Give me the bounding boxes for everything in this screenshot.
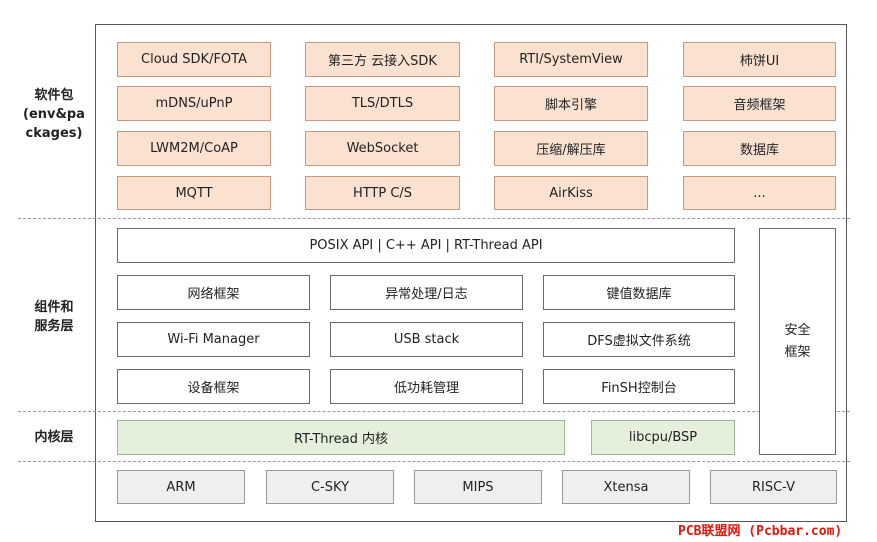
- component-network-framework: 网络框架: [117, 275, 310, 310]
- label-kernel: 内核层: [34, 430, 74, 445]
- watermark: PCB联盟网 (Pcbbar.com): [678, 524, 843, 539]
- security-framework: 安全 框架: [759, 228, 836, 455]
- component-dfs: DFS虚拟文件系统: [543, 322, 735, 357]
- package-audio-framework: 音频框架: [683, 86, 836, 121]
- arch-csky: C-SKY: [266, 470, 394, 504]
- package-websocket: WebSocket: [305, 131, 460, 166]
- package-database: 数据库: [683, 131, 836, 166]
- component-usb-stack: USB stack: [330, 322, 523, 357]
- label-packages: 软件包 (env&pa ckages): [23, 88, 85, 141]
- component-finsh-console: FinSH控制台: [543, 369, 735, 404]
- separator-components: [18, 411, 850, 412]
- package-persimmon-ui: 柿饼UI: [683, 42, 836, 77]
- component-low-power: 低功耗管理: [330, 369, 523, 404]
- component-exception-log: 异常处理/日志: [330, 275, 523, 310]
- architecture-frame: [95, 24, 847, 522]
- separator-packages: [18, 218, 850, 219]
- package-mdns-upnp: mDNS/uPnP: [117, 86, 271, 121]
- package-more: ...: [683, 176, 836, 210]
- package-compression-lib: 压缩/解压库: [494, 131, 648, 166]
- component-kv-database: 键值数据库: [543, 275, 735, 310]
- kernel-core: RT-Thread 内核: [117, 420, 565, 455]
- component-wifi-manager: Wi-Fi Manager: [117, 322, 310, 357]
- arch-mips: MIPS: [414, 470, 542, 504]
- package-cloud-sdk-fota: Cloud SDK/FOTA: [117, 42, 271, 77]
- package-script-engine: 脚本引擎: [494, 86, 648, 121]
- separator-kernel: [18, 461, 850, 462]
- arch-xtensa: Xtensa: [562, 470, 690, 504]
- package-tls-dtls: TLS/DTLS: [305, 86, 460, 121]
- arch-riscv: RISC-V: [710, 470, 837, 504]
- package-lwm2m-coap: LWM2M/CoAP: [117, 131, 271, 166]
- package-rti-systemview: RTI/SystemView: [494, 42, 648, 77]
- package-airkiss: AirKiss: [494, 176, 648, 210]
- package-mqtt: MQTT: [117, 176, 271, 210]
- arch-arm: ARM: [117, 470, 245, 504]
- component-device-framework: 设备框架: [117, 369, 310, 404]
- kernel-bsp: libcpu/BSP: [591, 420, 735, 455]
- api-bar: POSIX API | C++ API | RT-Thread API: [117, 228, 735, 263]
- label-components: 组件和 服务层: [34, 300, 74, 334]
- package-http-cs: HTTP C/S: [305, 176, 460, 210]
- package-third-party-cloud-sdk: 第三方 云接入SDK: [305, 42, 460, 77]
